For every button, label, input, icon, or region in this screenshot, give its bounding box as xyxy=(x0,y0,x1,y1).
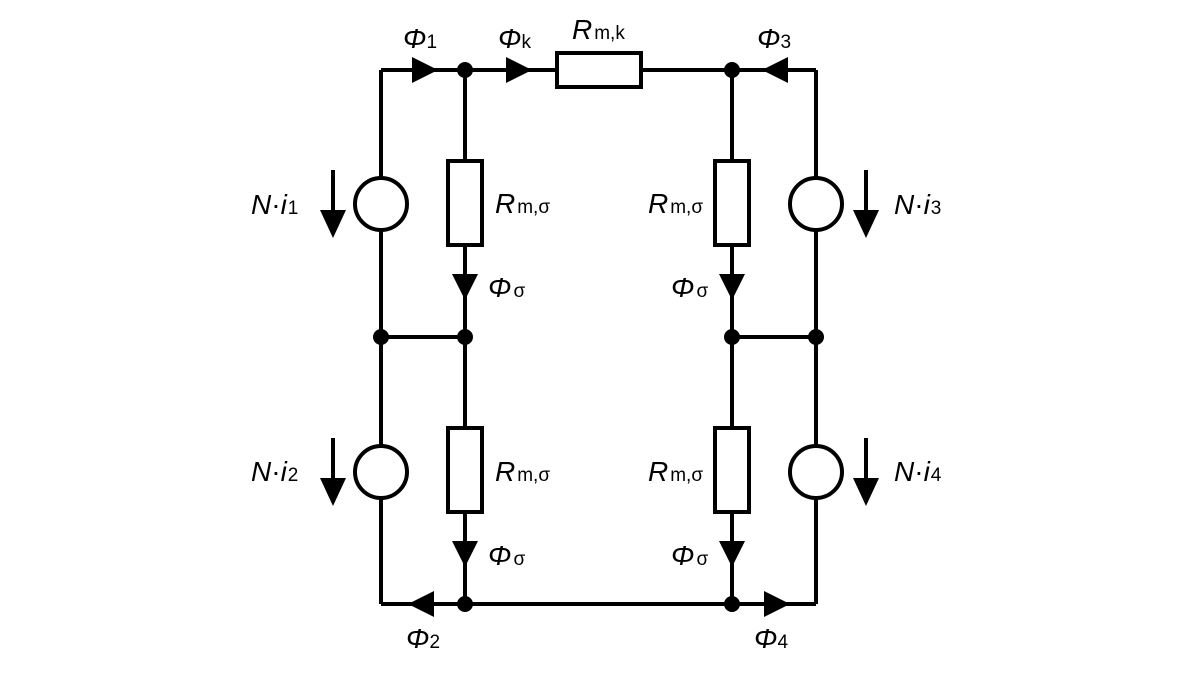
arrow-down-ni4-icon xyxy=(853,438,879,506)
arrow-phis-bl-icon xyxy=(452,541,478,567)
resistor-rms-tr xyxy=(713,159,751,247)
resistor-rms-br xyxy=(713,426,751,514)
arrow-phi3-icon xyxy=(762,57,788,83)
arrow-phis-br-icon xyxy=(719,541,745,567)
label-phi3: Φ3 xyxy=(757,23,791,54)
source-ni3 xyxy=(788,176,844,232)
resistor-rms-bl xyxy=(446,426,484,514)
source-ni4 xyxy=(788,444,844,500)
sources xyxy=(353,176,844,500)
junction-bottom-left xyxy=(457,596,473,612)
junction-mid-inner-right xyxy=(724,329,740,345)
source-arrows xyxy=(320,170,879,506)
arrow-down-ni1-icon xyxy=(320,170,346,238)
junction-top-left xyxy=(457,62,473,78)
arrow-phi4-icon xyxy=(764,591,790,617)
junction-mid-outer-left xyxy=(373,329,389,345)
resistor-rms-tl xyxy=(446,159,484,247)
arrow-phi2-icon xyxy=(408,591,434,617)
junction-mid-outer-right xyxy=(808,329,824,345)
label-ni2: N·i2 xyxy=(251,456,298,487)
label-phi2: Φ2 xyxy=(406,623,440,654)
arrow-down-ni2-icon xyxy=(320,438,346,506)
junctions xyxy=(373,62,824,612)
arrow-phi1-icon xyxy=(412,57,438,83)
label-phi4: Φ4 xyxy=(754,623,788,654)
label-ni4: N·i4 xyxy=(894,456,942,487)
arrow-down-ni3-icon xyxy=(853,170,879,238)
source-ni2 xyxy=(353,444,409,500)
arrow-phis-tr-icon xyxy=(719,274,745,300)
label-phi1: Φ1 xyxy=(403,23,437,54)
resistors xyxy=(446,51,751,514)
label-ni1: N·i1 xyxy=(251,189,298,220)
junction-bottom-right xyxy=(724,596,740,612)
source-ni1 xyxy=(353,176,409,232)
arrow-phik-icon xyxy=(506,57,532,83)
junction-top-right xyxy=(724,62,740,78)
arrow-phis-tl-icon xyxy=(452,274,478,300)
wires xyxy=(379,68,818,606)
flux-arrows xyxy=(408,57,790,617)
label-phik: Φk xyxy=(498,23,531,54)
junction-mid-inner-left xyxy=(457,329,473,345)
resistor-rmk xyxy=(555,51,643,89)
label-ni3: N·i3 xyxy=(894,189,941,220)
